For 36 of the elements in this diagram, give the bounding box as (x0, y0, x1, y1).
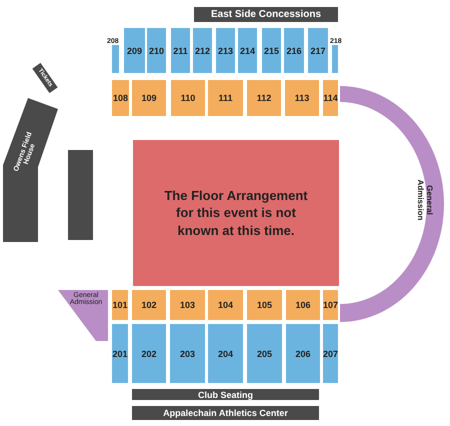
seating-section: 110 (171, 80, 205, 116)
floor-area: The Floor Arrangement for this event is not known at this time. (133, 140, 339, 286)
seating-section: 104 (208, 290, 243, 320)
seating-section: 102 (132, 290, 166, 320)
seating-section: 112 (247, 80, 281, 116)
seating-section: 216 (284, 28, 304, 73)
venue-label-bar: Appalechain Athletics Center (132, 406, 319, 420)
seating-section: 217 (308, 28, 328, 73)
seating-section: 210 (147, 28, 166, 73)
seating-section: 212 (193, 28, 212, 73)
area-name: General Admission (416, 178, 434, 222)
seating-section: 101 (112, 290, 128, 320)
seating-section: 106 (286, 290, 320, 320)
seating-section: 202 (132, 324, 166, 383)
seating-section: 206 (286, 324, 320, 383)
building-shape (68, 150, 93, 240)
seating-section: 209 (124, 28, 145, 73)
seating-section: 105 (247, 290, 282, 320)
seating-section: 205 (247, 324, 282, 383)
seating-section: 103 (170, 290, 205, 320)
venue-label-bar: East Side Concessions (194, 7, 338, 22)
seating-section: 203 (170, 324, 205, 383)
seating-section: 207 (323, 324, 338, 383)
seating-section: 213 (216, 28, 235, 73)
seating-section: 204 (208, 324, 243, 383)
seating-section: 111 (208, 80, 243, 116)
seating-section: 211 (171, 28, 190, 73)
seating-section: 108 (112, 80, 129, 116)
seating-section: 214 (238, 28, 257, 73)
seating-section: 215 (262, 28, 281, 73)
venue-label-bar: Club Seating (132, 389, 319, 400)
seating-section: 113 (285, 80, 319, 116)
seating-section: 201 (112, 324, 128, 383)
seating-section: 109 (132, 80, 166, 116)
seating-section: 114 (323, 80, 338, 116)
seating-section: 107 (323, 290, 338, 320)
